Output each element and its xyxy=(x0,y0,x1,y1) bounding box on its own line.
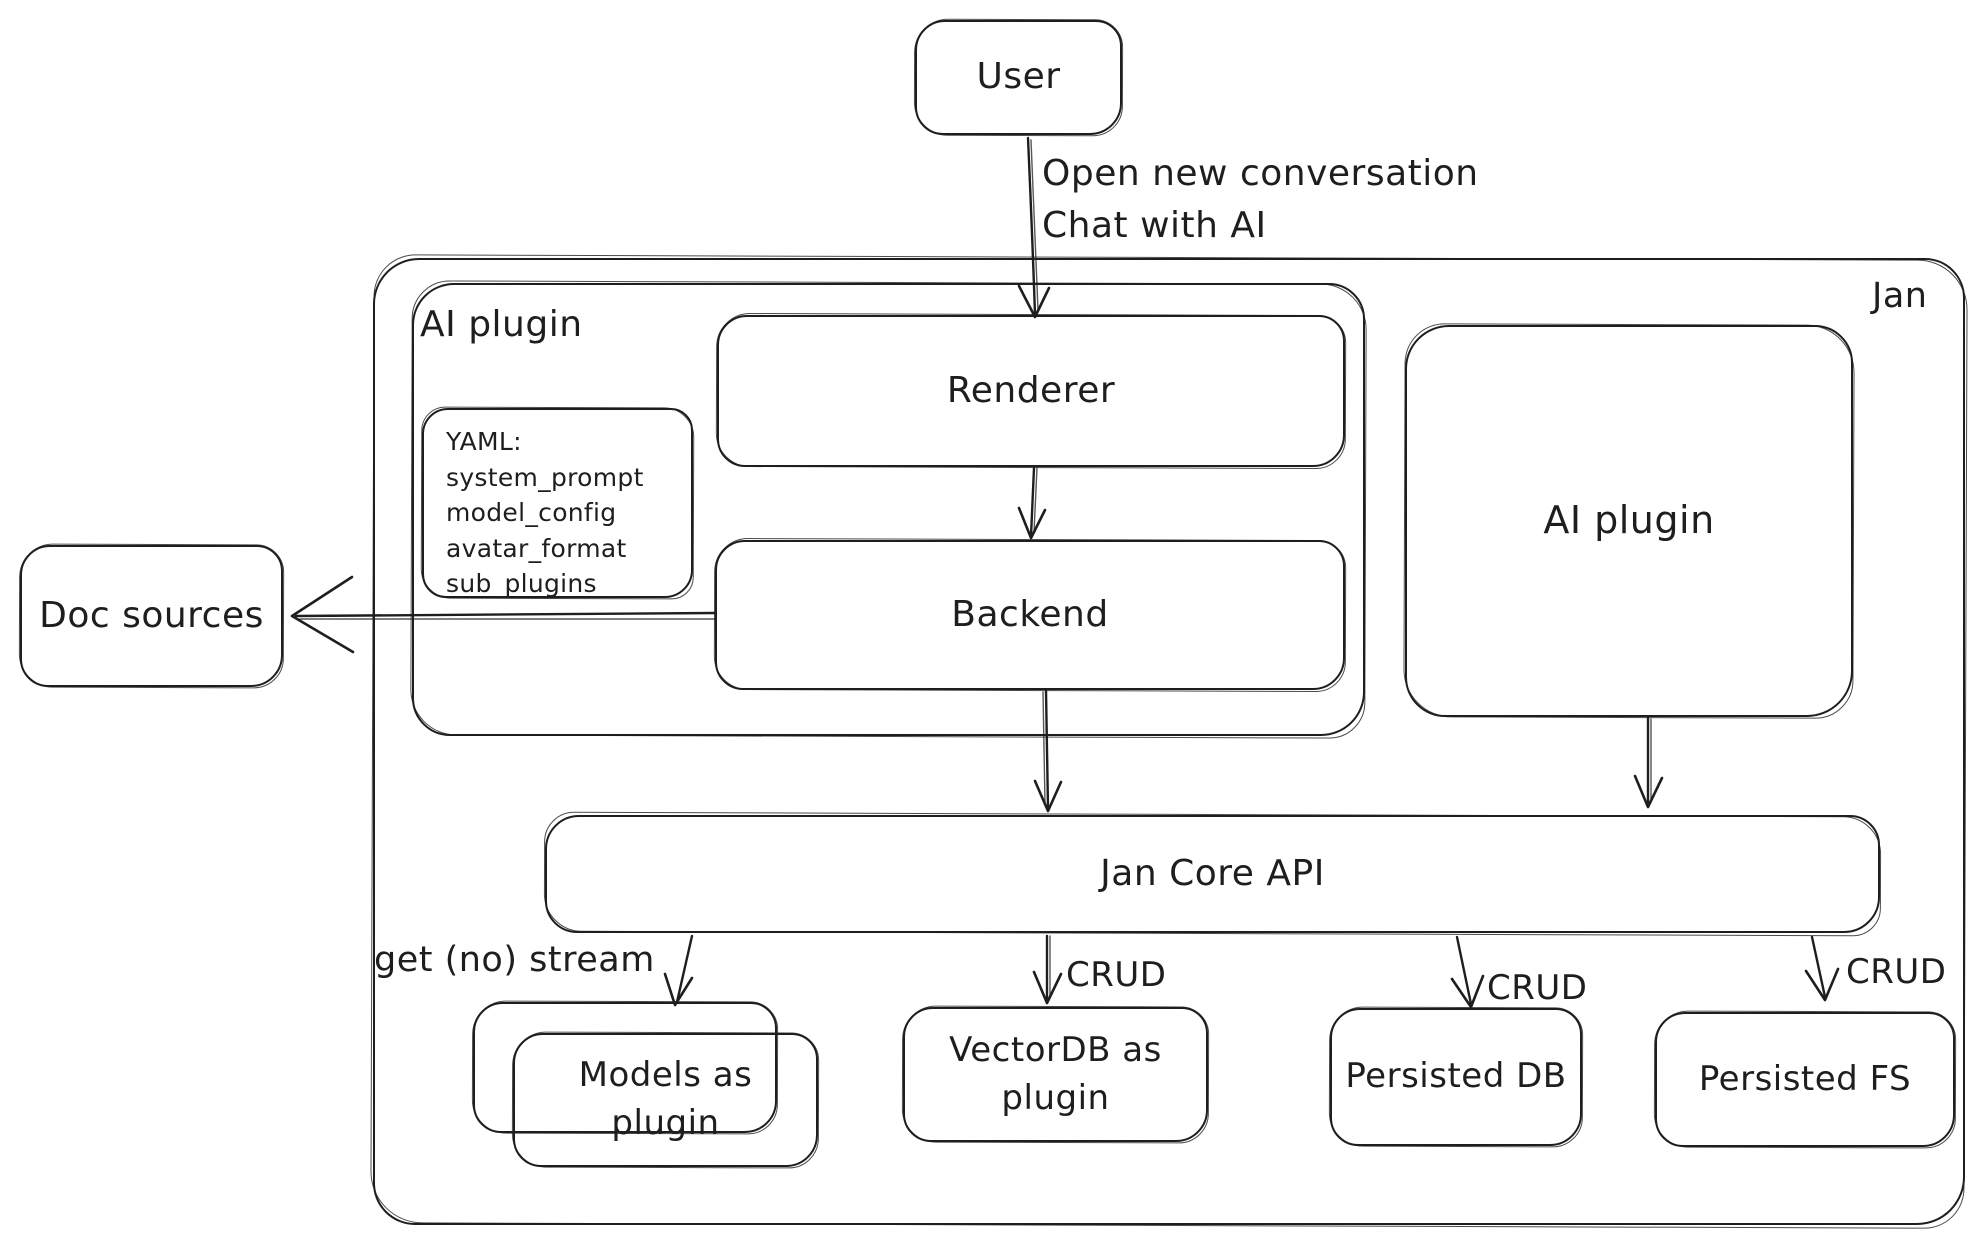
edge-label-line: Open new conversation xyxy=(1042,153,1479,194)
yaml-line: avatar_format xyxy=(446,533,627,563)
ai-plugin-group-label: AI plugin xyxy=(420,304,583,345)
yaml-line: YAML: xyxy=(446,427,522,456)
node-persisted-db: Persisted DB xyxy=(1330,1008,1582,1146)
node-user-label: User xyxy=(976,56,1061,98)
node-renderer-label: Renderer xyxy=(946,369,1116,411)
node-jan-core-api: Jan Core API xyxy=(545,815,1880,933)
node-user: User xyxy=(915,20,1122,135)
yaml-note-text: YAML: system_prompt model_config avatar_… xyxy=(446,424,644,602)
jan-container-label: Jan xyxy=(1872,276,1928,316)
node-backend: Backend xyxy=(715,540,1345,690)
node-vectordb-as-plugin: VectorDB as plugin xyxy=(903,1007,1208,1142)
edge-label-line: Chat with AI xyxy=(1042,205,1267,246)
node-vectordb-as-plugin-label: VectorDB as plugin xyxy=(949,1029,1162,1118)
node-doc-sources-label: Doc sources xyxy=(39,594,264,636)
node-models-as-plugin-label: Models as plugin xyxy=(578,1055,753,1143)
yaml-note: YAML: system_prompt model_config avatar_… xyxy=(422,408,693,598)
jan-container xyxy=(373,258,1965,1225)
node-renderer: Renderer xyxy=(717,315,1345,467)
node-persisted-fs: Persisted FS xyxy=(1655,1012,1955,1147)
yaml-line: system_prompt xyxy=(446,462,644,492)
node-jan-core-api-label: Jan Core API xyxy=(1100,852,1325,894)
arrow-backend-to-doc-sources-head xyxy=(290,575,355,654)
node-persisted-db-label: Persisted DB xyxy=(1345,1056,1567,1097)
ai-plugin-group xyxy=(412,283,1365,736)
yaml-line: sub_plugins xyxy=(446,569,597,598)
edge-label-get-stream: get (no) stream xyxy=(374,940,655,980)
node-persisted-fs-label: Persisted FS xyxy=(1698,1058,1912,1099)
edge-label-crud-persisted-fs: CRUD xyxy=(1846,952,1947,992)
node-ai-plugin-right: AI plugin xyxy=(1405,325,1853,717)
node-models-as-plugin: Models as plugin xyxy=(513,1033,818,1167)
edge-label-crud-vectordb: CRUD xyxy=(1066,955,1167,995)
node-ai-plugin-right-label: AI plugin xyxy=(1543,498,1715,543)
yaml-line: model_config xyxy=(446,498,617,527)
node-backend-label: Backend xyxy=(951,593,1109,635)
edge-label-user-action: Open new conversation Chat with AI xyxy=(1042,148,1479,252)
node-doc-sources: Doc sources xyxy=(20,545,283,687)
edge-label-crud-persisted-db: CRUD xyxy=(1487,968,1588,1008)
